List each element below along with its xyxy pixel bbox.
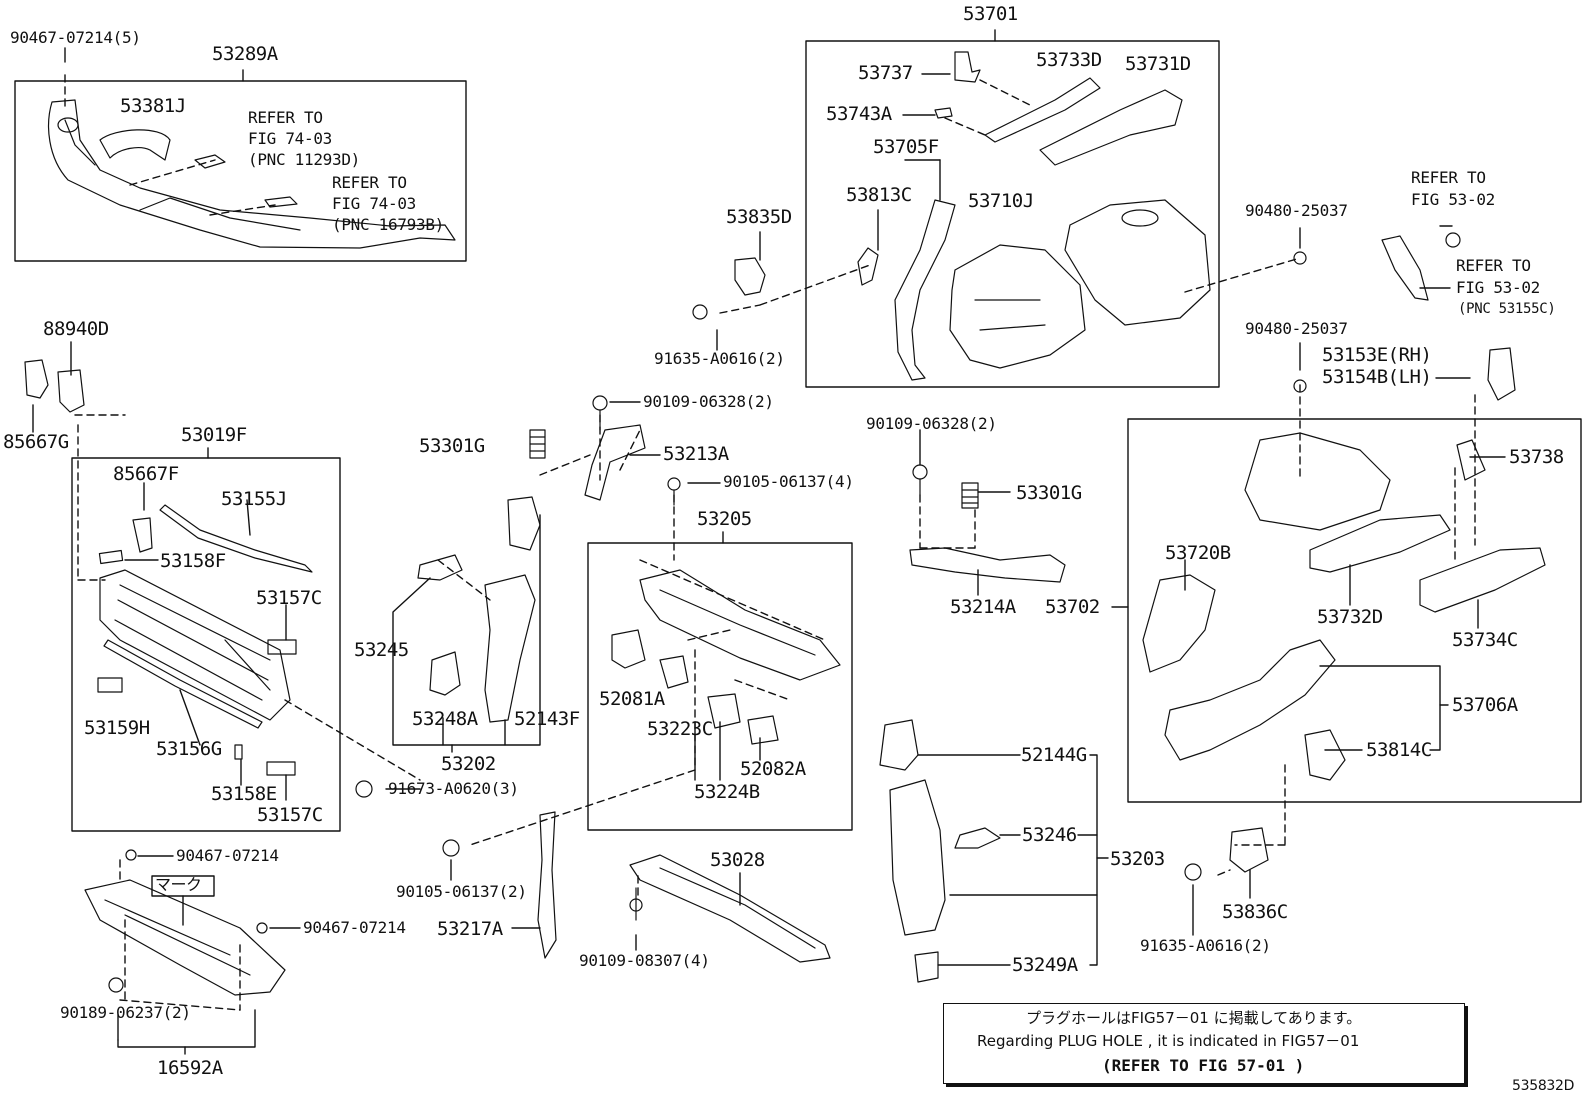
label-53710J: 53710J: [968, 190, 1034, 212]
label-53214A: 53214A: [950, 596, 1016, 618]
label-refer1-c: (PNC 11293D): [248, 150, 360, 169]
label-refer1-b: FIG 74-03: [248, 129, 332, 148]
note-english: Regarding PLUG HOLE , it is indicated in…: [977, 1032, 1360, 1050]
label-53738: 53738: [1509, 446, 1564, 468]
label-53159H: 53159H: [84, 717, 150, 739]
leader-lines: [32, 29, 1506, 1055]
label-53743A: 53743A: [826, 103, 892, 125]
label-53155J: 53155J: [221, 488, 287, 510]
label-53289A: 53289A: [212, 43, 278, 65]
label-90467-07214-5: 90467-07214(5): [10, 28, 141, 47]
label-53157C-a: 53157C: [256, 587, 322, 609]
label-refer3-a: REFER TO: [1411, 168, 1486, 187]
label-53249A: 53249A: [1012, 954, 1078, 976]
label-refer4-b: FIG 53-02: [1456, 278, 1540, 297]
label-53019F: 53019F: [181, 424, 247, 446]
label-91635-A0616-2-b: 91635-A0616(2): [1140, 936, 1271, 955]
label-91673-A0620-3: 91673-A0620(3): [388, 779, 519, 798]
label-53154B-LH: 53154B(LH): [1322, 366, 1432, 388]
label-53835D: 53835D: [726, 206, 792, 228]
label-91635-A0616-2-a: 91635-A0616(2): [654, 349, 785, 368]
label-90105-06137-2: 90105-06137(2): [396, 882, 527, 901]
label-refer2-a: REFER TO: [332, 173, 407, 192]
box-53205: [587, 542, 853, 831]
label-refer3-b: FIG 53-02: [1411, 190, 1495, 209]
label-53202: 53202: [441, 753, 496, 775]
label-85667G: 85667G: [3, 431, 69, 453]
label-53245: 53245: [354, 639, 409, 661]
label-53732D: 53732D: [1317, 606, 1383, 628]
label-53813C: 53813C: [846, 184, 912, 206]
label-53158E: 53158E: [211, 783, 277, 805]
label-53301G-b: 53301G: [1016, 482, 1082, 504]
label-53224B: 53224B: [694, 781, 760, 803]
label-53248A: 53248A: [412, 708, 478, 730]
label-refer1-a: REFER TO: [248, 108, 323, 127]
box-53019F: [71, 457, 341, 832]
box-53702: [1127, 418, 1582, 803]
label-53203: 53203: [1110, 848, 1165, 870]
label-90480-25037-a: 90480-25037: [1245, 201, 1348, 220]
label-refer4-a: REFER TO: [1456, 256, 1531, 275]
box-53289A: [14, 80, 467, 262]
assembly-lines: [64, 74, 1476, 1011]
label-refer2-c: (PNC 16793B): [332, 215, 444, 234]
note-reference: (REFER TO FIG 57-01 ): [1102, 1056, 1305, 1075]
label-53213A: 53213A: [663, 443, 729, 465]
document-id: 535832D: [1512, 1078, 1575, 1094]
label-90109-08307-4: 90109-08307(4): [579, 951, 710, 970]
label-refer2-b: FIG 74-03: [332, 194, 416, 213]
label-16592A: 16592A: [157, 1057, 223, 1079]
label-53720B: 53720B: [1165, 542, 1231, 564]
label-53301G-a: 53301G: [419, 435, 485, 457]
label-53217A: 53217A: [437, 918, 503, 940]
label-53814C: 53814C: [1366, 739, 1432, 761]
label-53733D: 53733D: [1036, 49, 1102, 71]
label-mark: マーク: [155, 875, 202, 894]
label-90109-06328-2-b: 90109-06328(2): [866, 414, 997, 433]
label-53705F: 53705F: [873, 136, 939, 158]
label-53836C: 53836C: [1222, 901, 1288, 923]
label-90189-06237-2: 90189-06237(2): [60, 1003, 191, 1022]
part-sketches: [24, 51, 1546, 996]
box-53701: [805, 40, 1220, 388]
label-90467-07214-a: 90467-07214: [176, 846, 279, 865]
label-53734C: 53734C: [1452, 629, 1518, 651]
label-85667F: 85667F: [113, 463, 179, 485]
label-52144G: 52144G: [1021, 744, 1087, 766]
label-53246: 53246: [1022, 824, 1077, 846]
label-refer4-c: (PNC 53155C): [1458, 301, 1556, 317]
label-90480-25037-b: 90480-25037: [1245, 319, 1348, 338]
label-53701: 53701: [963, 3, 1018, 25]
label-88940D: 88940D: [43, 318, 109, 340]
label-53706A: 53706A: [1452, 694, 1518, 716]
label-53158F: 53158F: [160, 550, 226, 572]
label-53205: 53205: [697, 508, 752, 530]
label-52081A: 52081A: [599, 688, 665, 710]
label-53737: 53737: [858, 62, 913, 84]
label-90109-06328-2-a: 90109-06328(2): [643, 392, 774, 411]
label-53156G: 53156G: [156, 738, 222, 760]
label-52082A: 52082A: [740, 758, 806, 780]
label-53153E-RH: 53153E(RH): [1322, 344, 1432, 366]
label-53223C: 53223C: [647, 718, 713, 740]
label-53157C-b: 53157C: [257, 804, 323, 826]
label-52143F: 52143F: [514, 708, 580, 730]
label-90467-07214-b: 90467-07214: [303, 918, 406, 937]
label-53381J: 53381J: [120, 95, 186, 117]
label-53702: 53702: [1045, 596, 1100, 618]
label-53731D: 53731D: [1125, 53, 1191, 75]
label-90105-06137-4: 90105-06137(4): [723, 472, 854, 491]
plug-hole-note: プラグホールはFIG57－01 に掲載してあります。 Regarding PLU…: [943, 1003, 1465, 1084]
note-japanese: プラグホールはFIG57－01 に掲載してあります。: [1026, 1009, 1362, 1027]
label-53028: 53028: [710, 849, 765, 871]
